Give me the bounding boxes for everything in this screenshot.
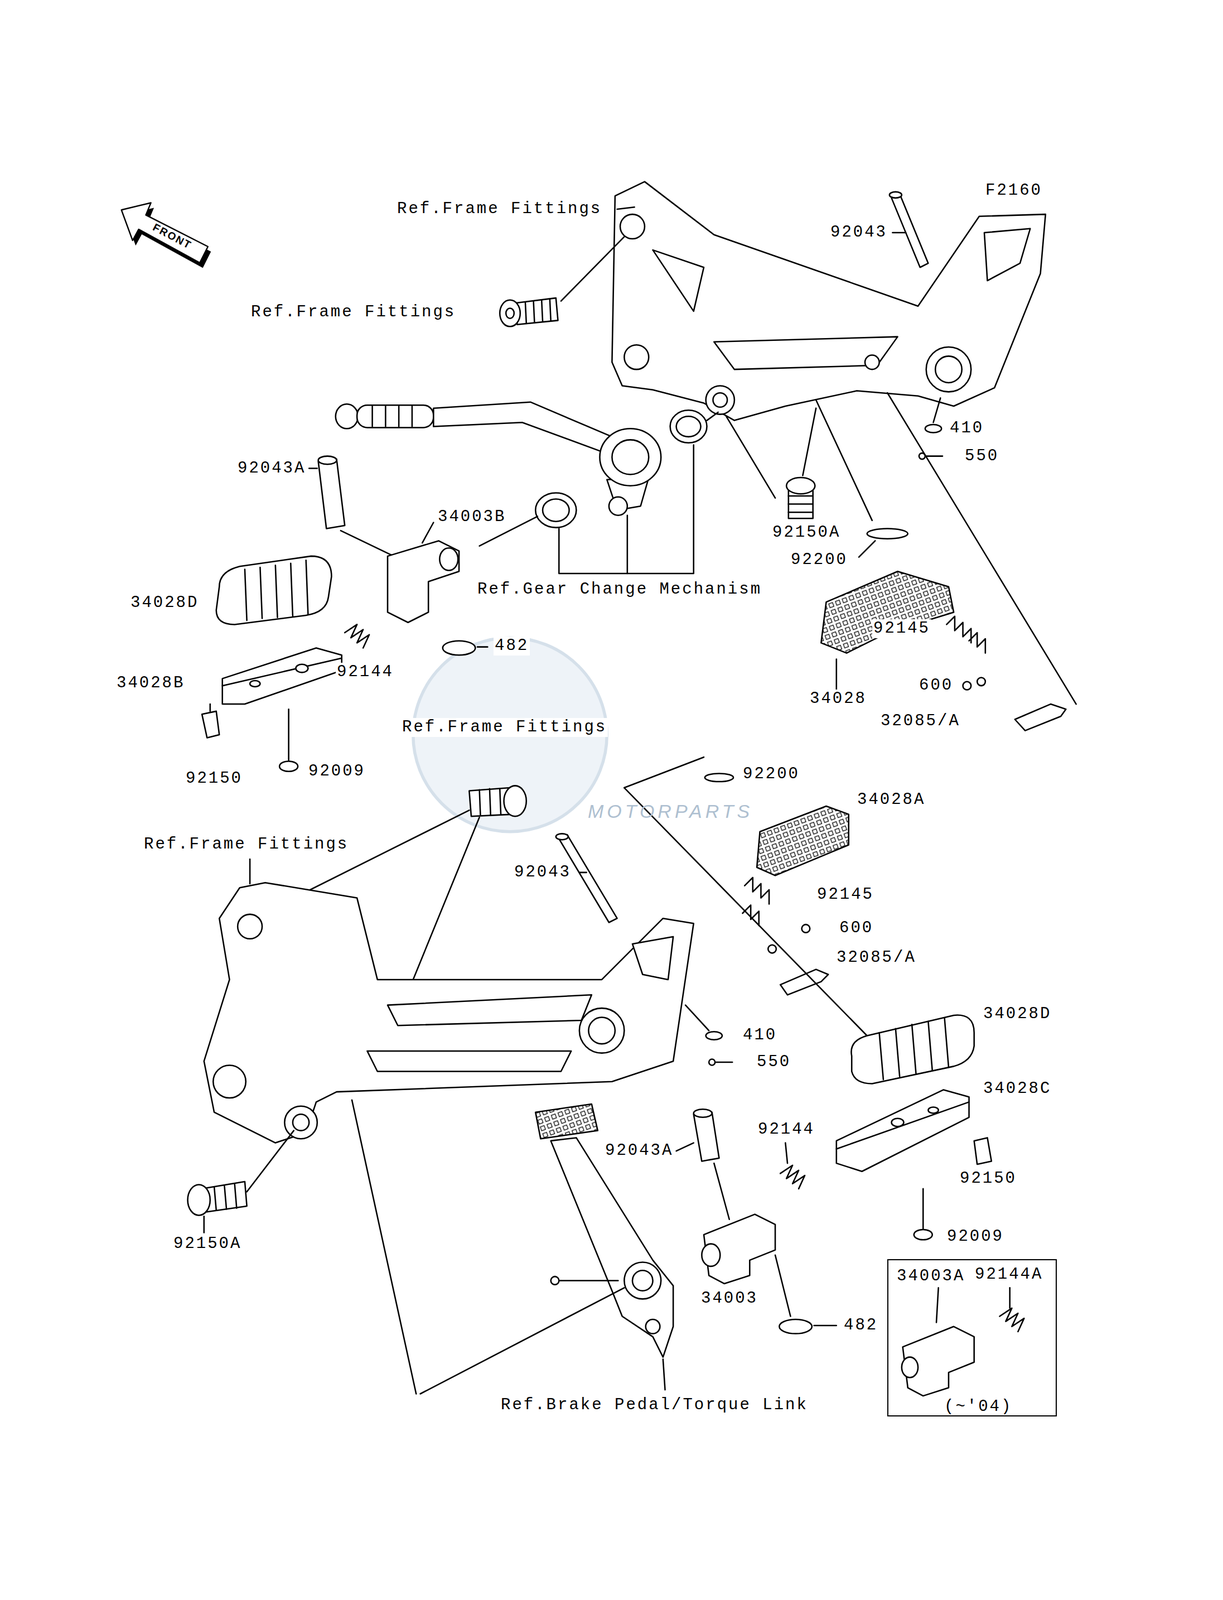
callout-number: 34003 <box>699 1288 760 1308</box>
front-arrow: FRONT <box>118 199 215 282</box>
callout-number: 92150 <box>958 1168 1018 1188</box>
callout-number: 92150A <box>172 1234 243 1254</box>
reference-note: Ref.Frame Fittings <box>142 834 350 854</box>
reference-note: Ref.Brake Pedal/Torque Link <box>499 1395 810 1415</box>
watermark: MOTORPARTS <box>586 801 754 821</box>
figure-code: F2160 <box>984 181 1044 201</box>
callout-number: 482 <box>493 636 530 656</box>
callout-number: 34003A <box>896 1266 965 1286</box>
callout-number: 92043A <box>236 458 307 478</box>
callout-number: 482 <box>842 1315 879 1335</box>
reference-note: Ref.Frame Fittings <box>400 717 608 737</box>
callout-number: 34028D <box>982 1004 1053 1024</box>
callout-number: 92009 <box>945 1226 1005 1246</box>
callout-number: 92043 <box>829 223 889 243</box>
callout-number: 600 <box>838 918 875 938</box>
reference-note: Ref.Frame Fittings <box>249 302 457 322</box>
callout-number: 92043 <box>513 862 573 882</box>
callout-number: 92145 <box>872 619 932 638</box>
reference-note: Ref.Gear Change Mechanism <box>476 579 763 599</box>
callout-number: 92043A <box>603 1141 675 1160</box>
callout-number: 550 <box>755 1052 792 1072</box>
callout-number: 410 <box>948 418 985 438</box>
callout-number: 32085/A <box>879 711 962 731</box>
callout-number: 92144 <box>756 1119 816 1139</box>
reference-note: Ref.Frame Fittings <box>395 199 603 219</box>
callout-number: 410 <box>741 1025 778 1045</box>
callout-number: 32085/A <box>835 948 918 968</box>
callout-number: 34028 <box>808 689 868 709</box>
callout-number: 92150A <box>771 523 842 543</box>
callout-number: 34028C <box>982 1079 1053 1099</box>
callout-number: 550 <box>963 446 1000 466</box>
callout-number: 92009 <box>307 761 367 781</box>
callout-number: 92150 <box>184 769 244 789</box>
callout-number: 34003B <box>436 507 507 527</box>
callout-number: 92144A <box>974 1264 1043 1284</box>
callout-number: 92145 <box>815 885 876 905</box>
callout-number: 92144 <box>335 662 395 682</box>
callout-number: 34028D <box>129 593 200 613</box>
callout-number: 600 <box>917 675 955 695</box>
year-note: (~'04) <box>944 1396 1013 1416</box>
callout-number: 92200 <box>741 764 801 784</box>
callout-number: 34028A <box>856 790 927 810</box>
inset-box: 34003A 92144A (~'04) <box>887 1258 1057 1416</box>
callout-number: 34028B <box>115 673 186 693</box>
callout-number: 92200 <box>789 550 849 570</box>
